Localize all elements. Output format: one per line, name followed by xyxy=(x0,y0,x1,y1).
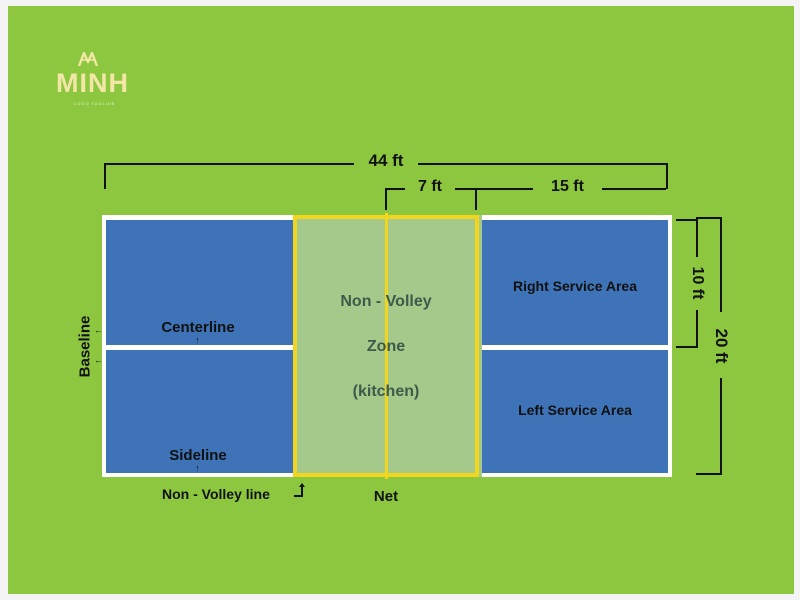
length-dimension-tick-left xyxy=(104,163,106,189)
non-volley-line-label: Non - Volley line xyxy=(162,486,270,502)
logo-mark-icon xyxy=(77,50,99,68)
kitchen-dimension-line-a xyxy=(385,188,405,190)
length-dimension-line-left xyxy=(104,163,354,165)
right-service-area xyxy=(482,220,668,345)
pickleball-court-diagram: MINH LOGO TAGLINE 44 ft 7 ft 15 ft Non -… xyxy=(8,6,794,594)
sideline-arrow-icon: ↑ xyxy=(195,463,200,473)
half-width-tick-top xyxy=(676,219,698,221)
service-dimension-line-a xyxy=(477,188,533,190)
kitchen-label-line1: Non - Volley xyxy=(340,293,432,310)
logo-tagline: LOGO TAGLINE xyxy=(74,101,116,106)
total-width-tick-top xyxy=(696,217,722,219)
kitchen-dimension-tick-left xyxy=(385,188,387,210)
right-service-area-label: Right Service Area xyxy=(513,278,637,294)
left-half-top xyxy=(106,220,293,345)
total-width-line-top xyxy=(720,217,722,312)
baseline-arrow-bottom-icon: ← xyxy=(94,355,103,365)
total-width-line-bottom xyxy=(720,378,722,475)
half-width-label: 10 ft xyxy=(689,266,706,300)
half-width-line-bottom xyxy=(696,310,698,348)
length-dimension-tick-right xyxy=(666,163,668,189)
non-volley-line-arrow-icon xyxy=(293,482,307,498)
service-dimension-line-b xyxy=(602,188,666,190)
kitchen-width-label: 7 ft xyxy=(418,178,442,195)
baseline-arrow-top-icon: ← xyxy=(94,325,103,335)
centerline-label: Centerline xyxy=(161,319,235,336)
kitchen-label-line3: (kitchen) xyxy=(352,383,420,400)
total-width-tick-bottom xyxy=(696,473,722,475)
left-service-area-label: Left Service Area xyxy=(518,402,632,418)
centerline-arrow-icon: ↑ xyxy=(195,335,200,345)
logo-text: MINH xyxy=(56,68,129,98)
half-width-line-top xyxy=(696,219,698,257)
net-label: Net xyxy=(373,488,399,505)
total-width-label: 20 ft xyxy=(712,328,731,364)
left-half-bottom xyxy=(106,350,293,473)
length-dimension-line-right xyxy=(418,163,668,165)
service-length-label: 15 ft xyxy=(551,178,584,195)
non-volley-line-right xyxy=(475,215,479,477)
baseline-label: Baseline xyxy=(76,315,94,378)
kitchen-dimension-line-b xyxy=(455,188,475,190)
total-length-label: 44 ft xyxy=(368,151,404,170)
logo: MINH LOGO TAGLINE xyxy=(54,50,134,110)
net-line xyxy=(385,213,388,479)
left-service-area xyxy=(482,350,668,473)
kitchen-dimension-tick-right xyxy=(475,188,477,210)
half-width-tick-bottom xyxy=(676,346,698,348)
sideline-label: Sideline xyxy=(169,447,227,464)
non-volley-line-left xyxy=(293,215,297,477)
kitchen-label-line2: Zone xyxy=(366,338,406,355)
